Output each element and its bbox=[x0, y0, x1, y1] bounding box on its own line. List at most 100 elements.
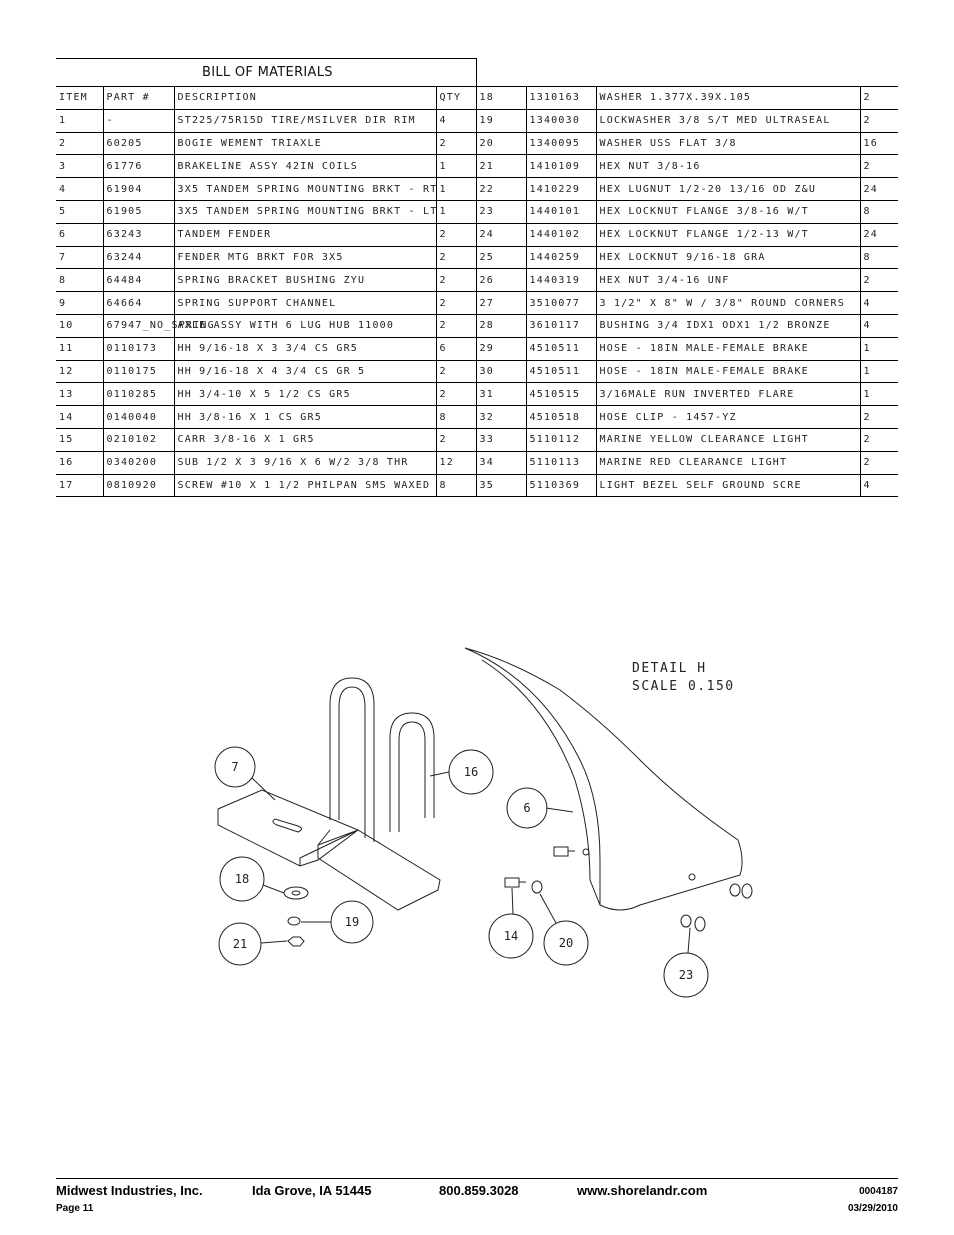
bom-qty-cell: 2 bbox=[435, 382, 477, 407]
bom-qty-cell: 1 bbox=[859, 336, 898, 361]
bom-qty-cell: 8 bbox=[435, 405, 477, 429]
footer-rule bbox=[56, 1178, 898, 1179]
bom-qty-cell: 8 bbox=[859, 245, 898, 270]
bom-description-cell: HEX LUGNUT 1/2-20 13/16 OD Z&U bbox=[595, 177, 861, 201]
bom-qty-cell: 8 bbox=[859, 199, 898, 224]
bom-part-cell: 1340095 bbox=[525, 131, 597, 156]
bom-part-cell: 0110285 bbox=[102, 382, 175, 407]
bom-part-cell: 1440101 bbox=[525, 199, 597, 224]
bom-item-cell: 19 bbox=[475, 108, 527, 133]
balloon-label: 21 bbox=[233, 937, 247, 951]
bom-item-cell: 35 bbox=[475, 473, 527, 498]
bom-item-cell: 22 bbox=[475, 177, 527, 201]
bom-item-cell: 26 bbox=[475, 268, 527, 293]
bom-item-cell: 11 bbox=[56, 336, 104, 361]
bom-header-cell: ITEM bbox=[56, 86, 104, 110]
bom-part-cell: 1440102 bbox=[525, 222, 597, 247]
bom-item-cell: 30 bbox=[475, 359, 527, 384]
bracket-slot bbox=[272, 818, 302, 833]
bom-description-cell: HEX LOCKNUT FLANGE 3/8-16 W/T bbox=[595, 199, 861, 224]
balloon-20 bbox=[543, 920, 589, 966]
bom-qty-cell: 24 bbox=[859, 222, 898, 247]
bom-qty-cell: 1 bbox=[859, 359, 898, 384]
bom-description-cell: WASHER USS FLAT 3/8 bbox=[595, 131, 861, 156]
bom-description-cell: SUB 1/2 X 3 9/16 X 6 W/2 3/8 THR bbox=[173, 450, 437, 475]
detail-scale: SCALE 0.150 bbox=[632, 679, 735, 694]
bom-qty-cell: 2 bbox=[435, 131, 477, 156]
balloon-label: 18 bbox=[235, 872, 249, 886]
detail-title: DETAIL H bbox=[632, 661, 707, 676]
bom-description-cell: HEX NUT 3/4-16 UNF bbox=[595, 268, 861, 293]
bom-description-cell: SPRING SUPPORT CHANNEL bbox=[173, 291, 437, 315]
bom-part-cell: 1410109 bbox=[525, 154, 597, 179]
footer-company: Midwest Industries, Inc. bbox=[56, 1183, 203, 1198]
balloon-label: 16 bbox=[464, 765, 478, 779]
bolt-14 bbox=[504, 877, 526, 888]
bom-item-cell: 8 bbox=[56, 268, 104, 293]
bom-description-cell: AXLE ASSY WITH 6 LUG HUB 11000 bbox=[173, 313, 437, 338]
bom-description-cell: HOSE - 18IN MALE-FEMALE BRAKE bbox=[595, 359, 861, 384]
footer-website: www.shorelandr.com bbox=[577, 1183, 708, 1198]
washer-18 bbox=[283, 886, 309, 900]
balloon-label: 6 bbox=[523, 801, 530, 815]
bom-item-cell: 10 bbox=[56, 313, 104, 338]
bom-description-cell: BOGIE WEMENT TRIAXLE bbox=[173, 131, 437, 156]
bom-qty-cell: 2 bbox=[859, 86, 898, 110]
bom-part-cell: 4510515 bbox=[525, 382, 597, 407]
footer-city: Ida Grove, IA 51445 bbox=[252, 1183, 372, 1198]
bom-item-cell: 23 bbox=[475, 199, 527, 224]
bom-item-cell: 29 bbox=[475, 336, 527, 361]
hex-nut-21 bbox=[287, 936, 305, 947]
bom-part-cell: 63244 bbox=[102, 245, 175, 270]
bom-qty-cell: 2 bbox=[435, 291, 477, 315]
bom-part-cell: 64664 bbox=[102, 291, 175, 315]
footer-doc-number: 0004187 bbox=[859, 1186, 898, 1197]
bom-qty-cell: 1 bbox=[859, 382, 898, 407]
balloon-14 bbox=[488, 913, 534, 959]
bom-qty-cell: 2 bbox=[859, 268, 898, 293]
bom-item-cell: 17 bbox=[56, 473, 104, 498]
bom-part-cell: 5110112 bbox=[525, 427, 597, 452]
bom-header-cell: DESCRIPTION bbox=[173, 86, 437, 110]
bom-part-cell: 0340200 bbox=[102, 450, 175, 475]
bom-part-cell: 5110113 bbox=[525, 450, 597, 475]
washer-right bbox=[729, 883, 741, 897]
bom-item-cell: 14 bbox=[56, 405, 104, 429]
bom-description-cell: HOSE - 18IN MALE-FEMALE BRAKE bbox=[595, 336, 861, 361]
bom-item-cell: 25 bbox=[475, 245, 527, 270]
fender-hole bbox=[688, 873, 696, 881]
bom-part-cell: 1440259 bbox=[525, 245, 597, 270]
bom-part-cell: 3610117 bbox=[525, 313, 597, 338]
bom-qty-cell: 2 bbox=[435, 222, 477, 247]
footer-phone: 800.859.3028 bbox=[439, 1183, 519, 1198]
bom-part-cell: - bbox=[102, 108, 175, 133]
footer-page-number: Page 11 bbox=[56, 1203, 94, 1214]
bom-qty-cell: 16 bbox=[859, 131, 898, 156]
bom-description-cell: TANDEM FENDER bbox=[173, 222, 437, 247]
balloon-23 bbox=[663, 952, 709, 998]
bom-part-cell: 0110173 bbox=[102, 336, 175, 361]
bom-part-cell: 4510518 bbox=[525, 405, 597, 429]
bom-qty-cell: 1 bbox=[435, 199, 477, 224]
bom-qty-cell: 2 bbox=[435, 268, 477, 293]
bom-qty-cell: 2 bbox=[859, 154, 898, 179]
bom-qty-cell: 2 bbox=[859, 405, 898, 429]
bom-item-cell: 24 bbox=[475, 222, 527, 247]
bom-title-box: BILL OF MATERIALS bbox=[56, 58, 476, 87]
bom-qty-cell: 2 bbox=[435, 245, 477, 270]
bom-qty-cell: 2 bbox=[859, 427, 898, 452]
bom-item-cell: 4 bbox=[56, 177, 104, 201]
bom-qty-cell: 2 bbox=[435, 313, 477, 338]
